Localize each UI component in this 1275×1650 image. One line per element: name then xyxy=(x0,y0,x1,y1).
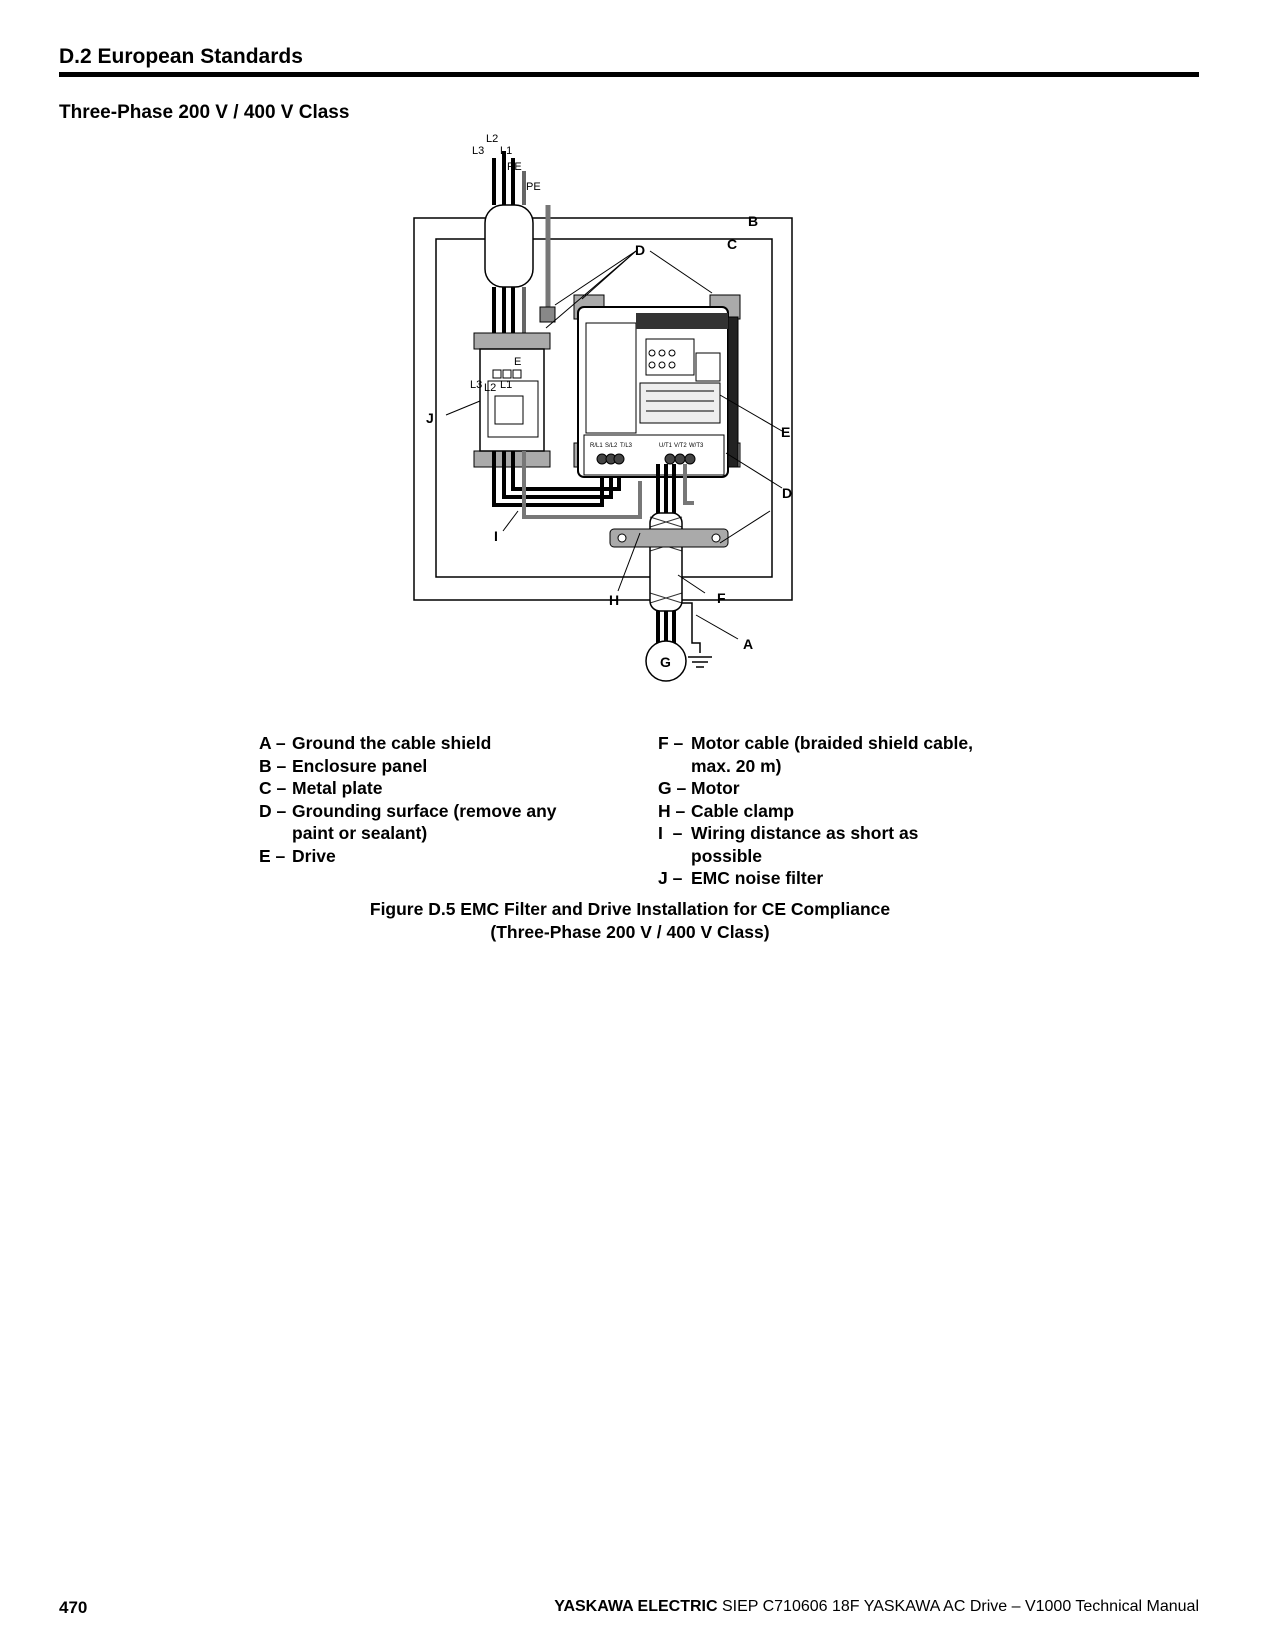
legend-key: H – xyxy=(658,800,686,821)
terminal-label: R/L1 xyxy=(590,443,603,449)
legend-key: A – xyxy=(259,733,286,753)
legend-item-j: J – EMC noise filter xyxy=(658,867,1038,890)
legend-left: A – Ground the cable shield B – Enclosur… xyxy=(259,732,629,867)
metal-plate xyxy=(435,238,773,578)
label-f: F xyxy=(717,590,726,606)
earth-ground-icon xyxy=(688,656,712,668)
enclosure-panel xyxy=(413,217,793,601)
cable-clamp xyxy=(609,528,729,548)
label-l2-top: L2 xyxy=(486,133,498,145)
legend-key: E – xyxy=(259,845,286,866)
footer-brand: YASKAWA ELECTRIC xyxy=(554,1598,718,1615)
ferrite-core xyxy=(484,204,534,288)
terminal-label: T/L3 xyxy=(620,443,633,449)
drive-unit xyxy=(577,306,739,478)
terminal-label: S/L2 xyxy=(605,443,618,449)
label-d-top: D xyxy=(635,242,645,258)
filter-bracket-top xyxy=(473,332,551,350)
legend-item-g: G – Motor xyxy=(658,777,1038,800)
legend-text: Wiring distance as short as possible xyxy=(691,823,919,866)
legend-key: J – xyxy=(658,868,683,888)
legend-item-h: H – Cable clamp xyxy=(658,800,1038,823)
legend-text: Motor xyxy=(691,778,740,798)
legend-item-d: D – Grounding surface (remove any paint … xyxy=(259,800,629,845)
legend-key: D – xyxy=(259,800,287,821)
legend-text: Motor cable (braided shield cable, max. … xyxy=(691,733,974,776)
label-l1-filter: L1 xyxy=(500,379,512,391)
label-j: J xyxy=(426,410,434,426)
terminal-label: V/T2 xyxy=(674,443,687,449)
legend-key: I – xyxy=(658,823,683,843)
label-e: E xyxy=(781,424,790,440)
label-l3-filter: L3 xyxy=(470,379,482,391)
legend-key: G – xyxy=(658,778,687,798)
label-h: H xyxy=(609,592,619,608)
subheading: Three-Phase 200 V / 400 V Class xyxy=(59,102,350,123)
ground-stud xyxy=(539,306,556,323)
label-i: I xyxy=(494,528,498,544)
legend-item-c: C – Metal plate xyxy=(259,777,629,800)
legend-item-b: B – Enclosure panel xyxy=(259,755,629,778)
section-title: D.2 European Standards xyxy=(59,44,1199,77)
caption-line-1: Figure D.5 EMC Filter and Drive Installa… xyxy=(369,899,891,919)
terminal-label: U/T1 xyxy=(659,443,673,449)
legend-text: Enclosure panel xyxy=(292,755,428,776)
label-c: C xyxy=(727,236,737,252)
terminal-screws xyxy=(596,453,696,465)
label-pe-2: PE xyxy=(526,181,541,193)
legend-right: F – Motor cable (braided shield cable, m… xyxy=(658,732,1038,890)
label-l2-filter: L2 xyxy=(484,382,496,394)
legend-text: EMC noise filter xyxy=(691,868,824,888)
motor-cable-shield xyxy=(649,512,683,612)
figure-caption: Figure D.5 EMC Filter and Drive Installa… xyxy=(330,898,930,943)
legend-text: Ground the cable shield xyxy=(292,733,492,753)
footer-title-text: SIEP C710606 18F YASKAWA AC Drive – V100… xyxy=(717,1598,1199,1615)
label-l1-top: L1 xyxy=(500,145,512,157)
legend-text: Metal plate xyxy=(292,778,383,798)
label-l3-top: L3 xyxy=(472,145,484,157)
legend-item-e: E – Drive xyxy=(259,845,629,868)
motor xyxy=(645,640,687,682)
terminal-label: W/T3 xyxy=(689,443,704,449)
legend-key: C – xyxy=(259,778,287,798)
page-number: 470 xyxy=(59,1598,88,1617)
footer-doc-title: YASKAWA ELECTRIC SIEP C710606 18F YASKAW… xyxy=(554,1598,1199,1616)
legend-item-f: F – Motor cable (braided shield cable, m… xyxy=(658,732,1038,777)
label-e-ground: E xyxy=(514,356,521,368)
label-b: B xyxy=(748,213,758,229)
legend-text: Drive xyxy=(292,845,336,866)
caption-line-2: (Three-Phase 200 V / 400 V Class) xyxy=(490,921,770,942)
emc-installation-diagram: L2 L3 L1 PE PE E L3 L2 L1 B C D E D J I … xyxy=(413,133,793,682)
legend-key: B – xyxy=(259,755,287,776)
legend-item-a: A – Ground the cable shield xyxy=(259,732,629,755)
label-d-right: D xyxy=(782,485,792,501)
supply-wires xyxy=(492,151,515,205)
label-a: A xyxy=(743,636,753,652)
legend-text: Cable clamp xyxy=(691,800,795,821)
label-g: G xyxy=(660,654,671,670)
legend-item-i: I – Wiring distance as short as possible xyxy=(658,822,1038,867)
label-pe-1: PE xyxy=(507,161,522,173)
emc-installation-figure: L2 L3 L1 PE PE E L3 L2 L1 B C D E D J I … xyxy=(400,133,820,713)
legend-key: F – xyxy=(658,733,684,753)
legend-text: Grounding surface (remove any paint or s… xyxy=(292,800,557,844)
